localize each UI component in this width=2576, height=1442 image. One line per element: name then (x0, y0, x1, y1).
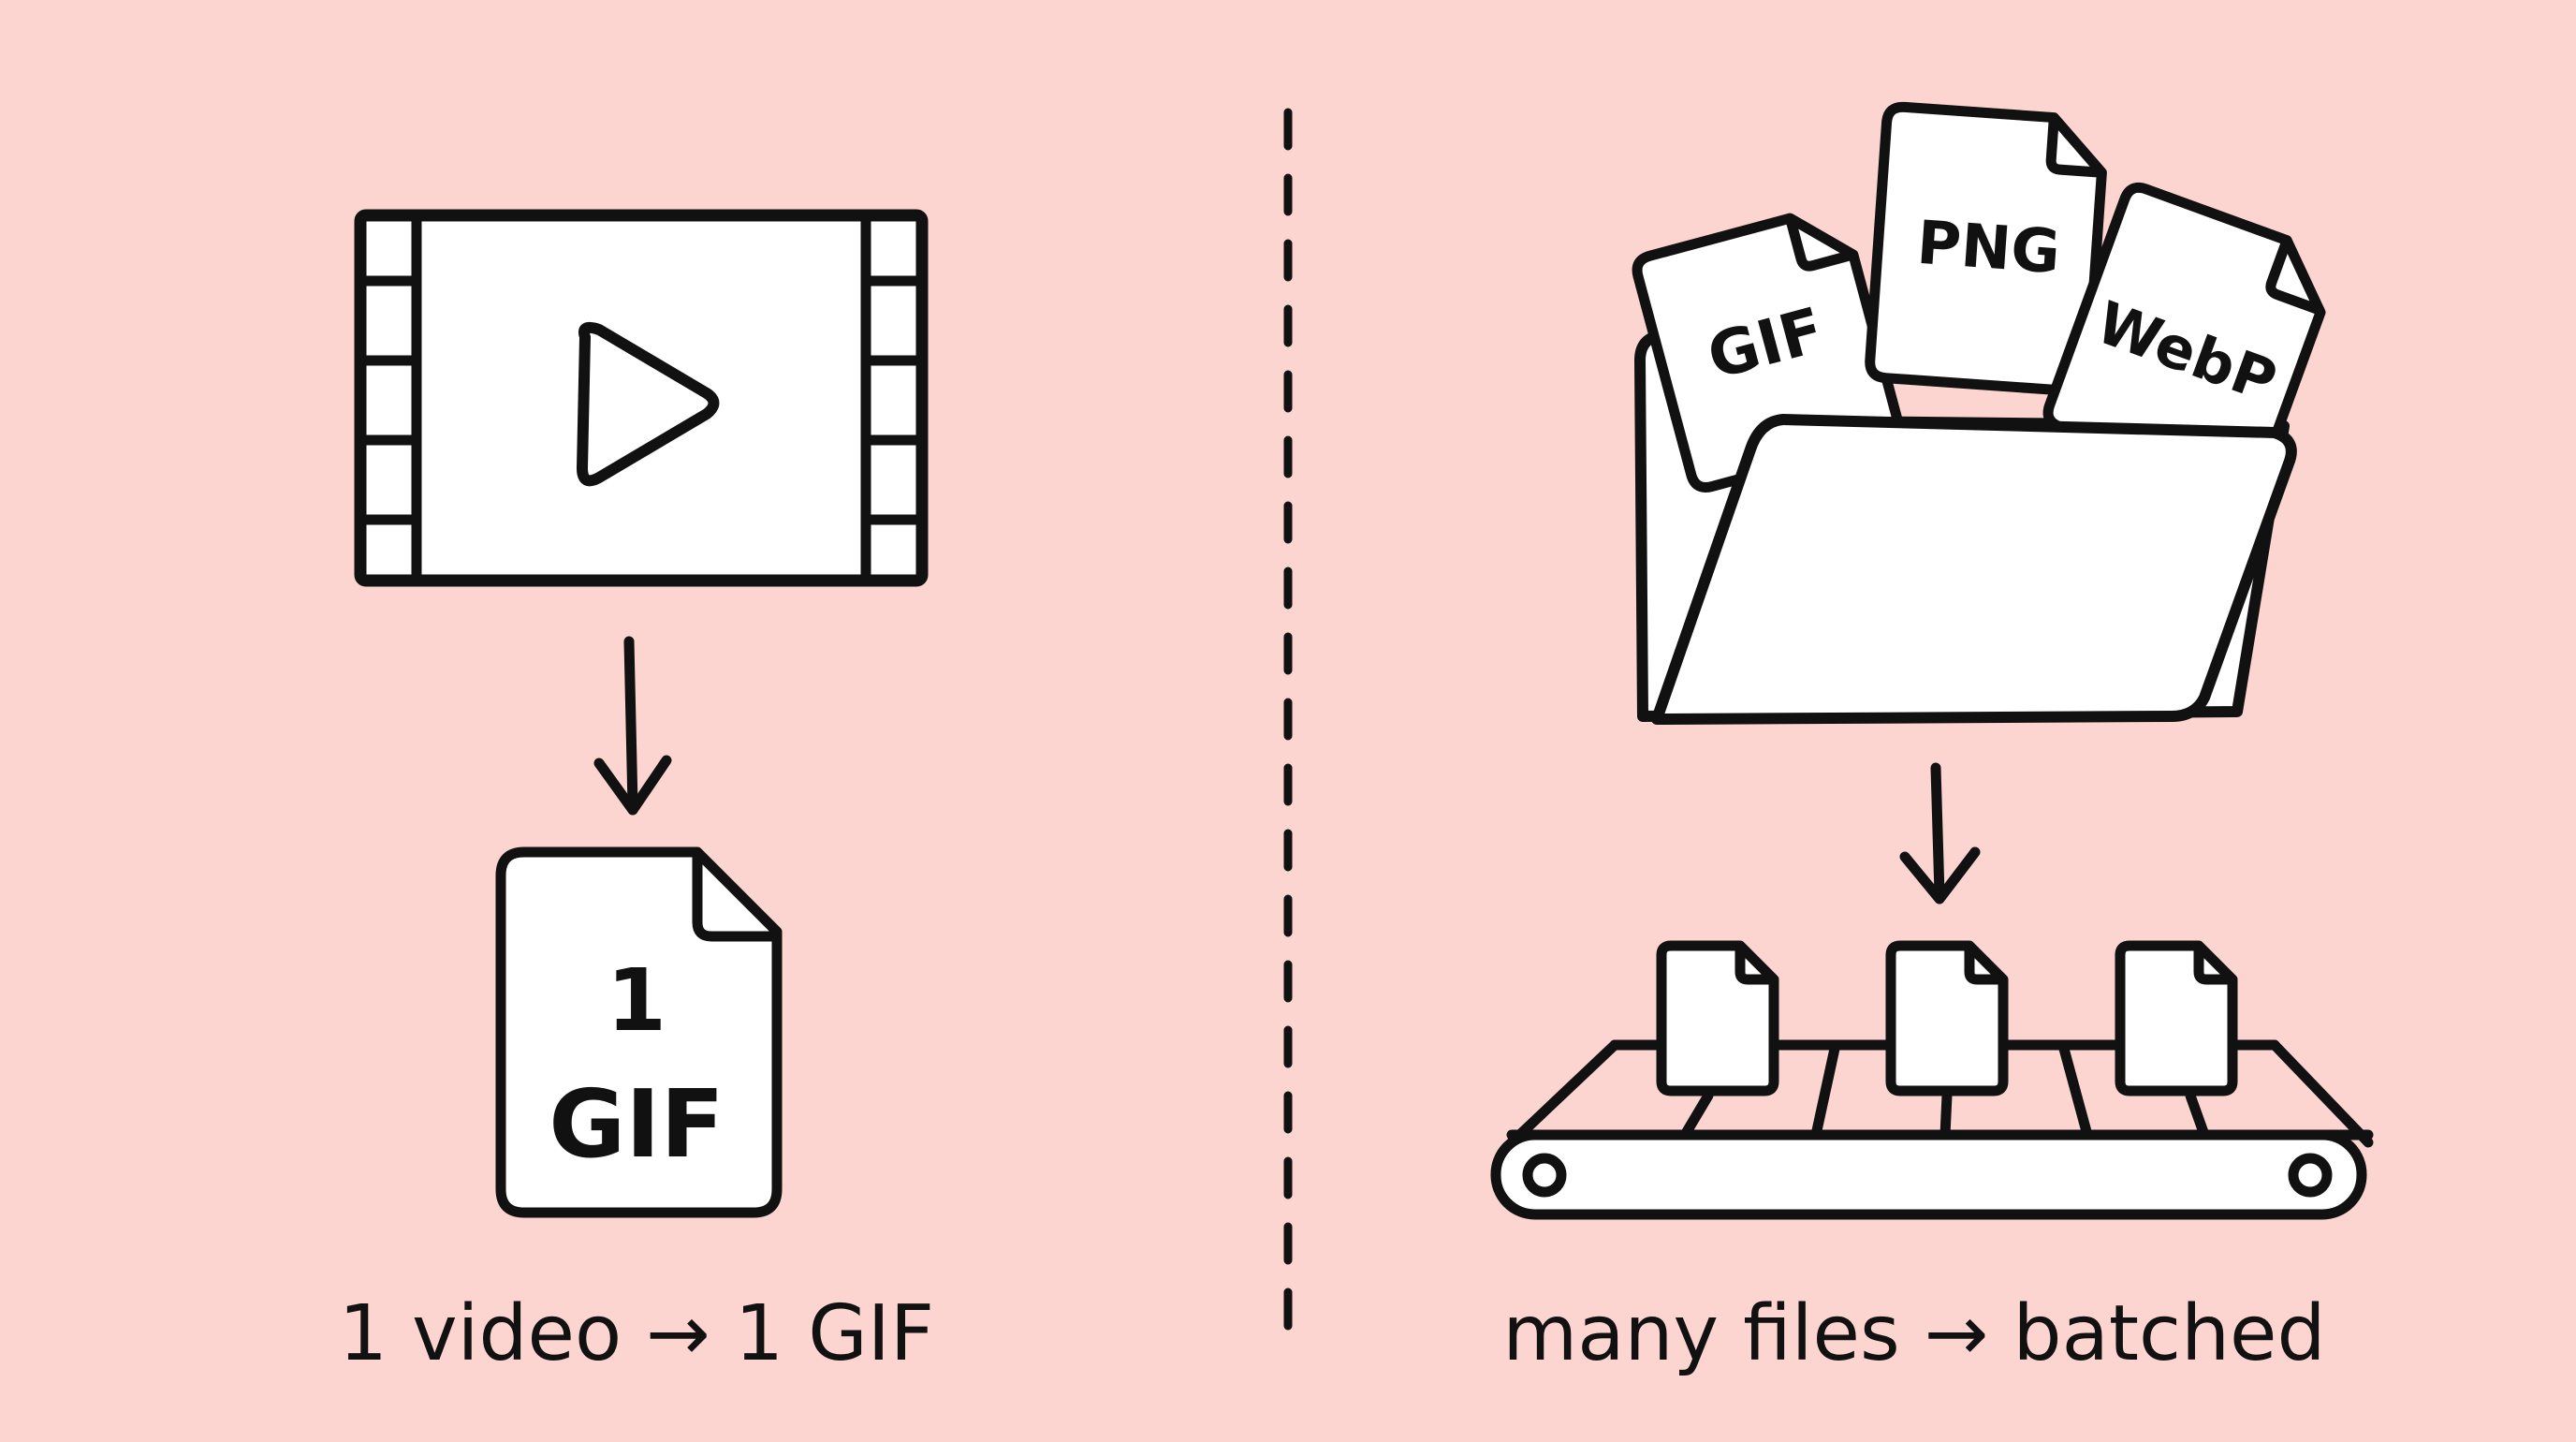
output-count: 1 (607, 950, 666, 1051)
file-png: PNG (1865, 101, 2107, 398)
left-panel: 1 GIF 1 video → 1 GIF (339, 209, 934, 1378)
output-format: GIF (549, 1069, 724, 1179)
belt-file-icon (1885, 940, 2009, 1096)
play-icon (577, 321, 720, 487)
film-perforations-left (359, 275, 418, 525)
belt-file-icon (2115, 940, 2238, 1096)
film-strip-play-icon (354, 209, 929, 587)
belt-file-icon (1656, 940, 1779, 1096)
file-webp: WebP (2042, 182, 2326, 503)
folder-front (1651, 414, 2297, 725)
open-folder-icon: GIF PNG WebP (1632, 101, 2326, 725)
belt-file-fold (1734, 942, 1778, 985)
belt-file-fold (1964, 942, 2007, 985)
down-arrow-icon (593, 636, 672, 816)
file-label-png: PNG (1915, 209, 2063, 287)
down-arrow-icon-right (1899, 762, 1981, 905)
belt-file-fold (2193, 942, 2236, 985)
roller-left (1522, 1153, 1567, 1198)
left-caption: 1 video → 1 GIF (339, 1289, 934, 1378)
right-caption: many files → batched (1502, 1289, 2325, 1378)
right-panel: GIF PNG WebP (1490, 101, 2374, 1378)
gif-file-icon: 1 GIF (495, 846, 783, 1218)
belt-files (1656, 940, 2238, 1096)
film-perforations-right (864, 275, 924, 525)
roller-right (2288, 1153, 2333, 1198)
belt (1490, 1129, 2367, 1220)
